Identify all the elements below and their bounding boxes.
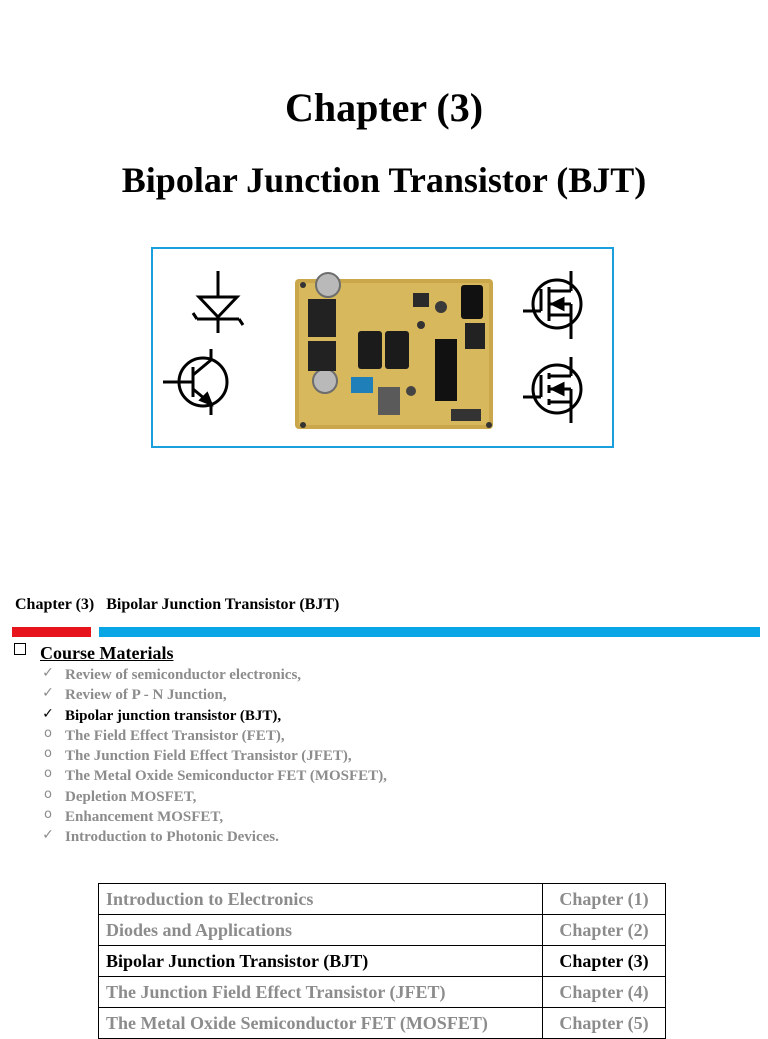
bjt-symbol-icon: [163, 349, 229, 415]
slide-header: Chapter (3) Bipolar Junction Transistor …: [15, 596, 340, 613]
chapter-cell: Chapter (4): [542, 976, 666, 1008]
table-row: Introduction to Electronics Chapter (1): [98, 883, 666, 915]
chapter-cell: Chapter (1): [542, 883, 666, 915]
cover-figure: [151, 247, 614, 448]
chapter-cell: Chapter (2): [542, 914, 666, 946]
circle-bullet-icon: o: [44, 725, 52, 741]
chapter-cell: Chapter (3): [542, 945, 666, 977]
checkbox-icon: [14, 643, 26, 655]
table-row: Diodes and Applications Chapter (2): [98, 914, 666, 946]
topic-cell: Diodes and Applications: [98, 914, 543, 946]
chapter-subtitle: Bipolar Junction Transistor (BJT): [121, 160, 647, 200]
circle-bullet-icon: o: [44, 807, 52, 823]
chapter-title: Chapter (3): [284, 85, 484, 130]
checkmark-icon: ✓: [42, 665, 54, 681]
circle-bullet-icon: o: [44, 786, 52, 802]
circle-bullet-icon: o: [44, 746, 52, 762]
topic-cell: The Metal Oxide Semiconductor FET (MOSFE…: [98, 1007, 543, 1039]
chapter-cell: Chapter (5): [542, 1007, 666, 1039]
course-materials-title: Course Materials: [40, 643, 174, 663]
chapters-table: Introduction to Electronics Chapter (1) …: [98, 883, 666, 1039]
checkmark-icon: ✓: [42, 827, 54, 844]
topic-cell: Bipolar Junction Transistor (BJT): [98, 945, 543, 977]
table-row: The Metal Oxide Semiconductor FET (MOSFE…: [98, 1007, 666, 1039]
circuit-board-image: [295, 272, 493, 429]
checkmark-icon: ✓: [42, 705, 54, 722]
table-row: The Junction Field Effect Transistor (JF…: [98, 976, 666, 1008]
mosfet-symbol-icon: [523, 357, 583, 423]
checkmark-icon: ✓: [42, 685, 54, 702]
table-row: Bipolar Junction Transistor (BJT) Chapte…: [98, 945, 666, 977]
header-bar-red: [12, 627, 91, 637]
circle-bullet-icon: o: [44, 766, 52, 782]
mosfet-symbol-icon: [523, 271, 583, 339]
header-bar-blue: [99, 627, 760, 637]
topic-cell: Introduction to Electronics: [98, 883, 543, 915]
diode-symbol-icon: [191, 271, 245, 333]
topic-cell: The Junction Field Effect Transistor (JF…: [98, 976, 543, 1008]
